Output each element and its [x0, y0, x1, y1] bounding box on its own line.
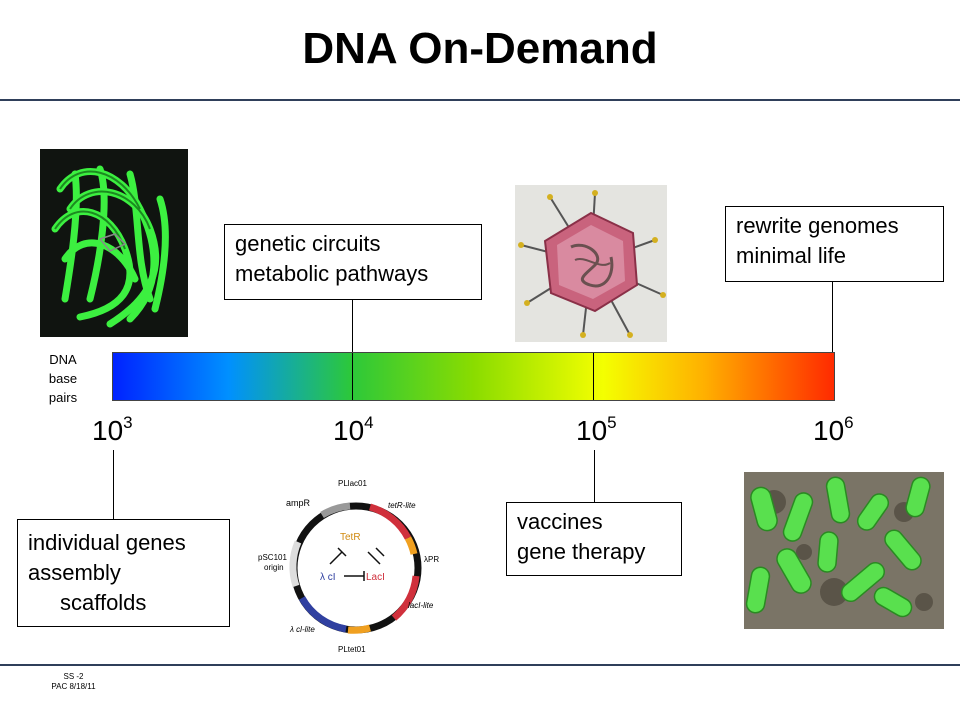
scale-label-1e5: 105 [576, 413, 617, 447]
box-line: gene therapy [517, 539, 646, 564]
power-exponent: 6 [844, 413, 854, 432]
vaccines-box: vaccines gene therapy [506, 502, 682, 576]
genetic-circuits-box: genetic circuits metabolic pathways [224, 224, 482, 300]
footer-line: SS -2 [63, 672, 84, 681]
power-base: 10 [813, 415, 845, 446]
connector-line [594, 450, 595, 502]
scale-divider [593, 353, 594, 400]
box-line: vaccines [517, 509, 603, 534]
plasmid-label: lacI-lite [408, 601, 434, 610]
box-line: individual genes [28, 530, 186, 555]
axis-label: DNA base pairs [38, 350, 88, 407]
rewrite-genomes-box: rewrite genomes minimal life [725, 206, 944, 282]
footer-note: SS -2 PAC 8/18/11 [46, 672, 101, 692]
individual-genes-box: individual genes assembly scaffolds [17, 519, 230, 627]
power-exponent: 3 [123, 413, 133, 432]
plasmid-label: λPR [424, 555, 439, 564]
footer-divider [0, 664, 960, 666]
box-line: scaffolds [60, 590, 147, 615]
connector-line [832, 282, 833, 352]
plasmid-label: tetR-lite [388, 501, 416, 510]
power-exponent: 4 [364, 413, 374, 432]
page-title: DNA On-Demand [302, 24, 658, 73]
axis-label-line: pairs [48, 390, 78, 405]
power-base: 10 [576, 415, 608, 446]
box-line: genetic circuits [235, 231, 381, 256]
footer-line: PAC 8/18/11 [51, 682, 96, 691]
base-pair-scale-bar [112, 352, 835, 401]
box-line: minimal life [736, 243, 847, 268]
bacteria-image [744, 472, 944, 629]
green-fluorescent-protein-image [40, 149, 188, 337]
scale-label-1e6: 106 [813, 413, 854, 447]
virus-capsid-image [515, 185, 667, 342]
axis-label-line: base [48, 371, 78, 386]
scale-divider [352, 353, 353, 400]
title-divider [0, 99, 960, 101]
power-exponent: 5 [607, 413, 617, 432]
plasmid-label: PLlac01 [338, 479, 367, 488]
plasmid-label: PLtet01 [338, 645, 366, 654]
scale-label-1e4: 104 [333, 413, 374, 447]
power-base: 10 [92, 415, 124, 446]
connector-line [113, 450, 114, 519]
plasmid-diagram: ampR PLlac01 tetR-lite pSC101 origin Tet… [258, 476, 448, 656]
plasmid-label: λ cl-lite [289, 625, 315, 634]
connector-line [352, 300, 353, 352]
box-line: assembly [28, 560, 121, 585]
plasmid-label: pSC101 [258, 553, 287, 562]
plasmid-label: λ cI [320, 572, 336, 583]
axis-label-line: DNA [49, 352, 77, 367]
plasmid-label: TetR [340, 532, 361, 543]
power-base: 10 [333, 415, 365, 446]
plasmid-label: ampR [286, 498, 311, 508]
plasmid-label: LacI [366, 572, 385, 583]
box-line: rewrite genomes [736, 213, 899, 238]
box-line: metabolic pathways [235, 261, 429, 286]
scale-label-1e3: 103 [92, 413, 133, 447]
plasmid-label: origin [264, 563, 284, 572]
